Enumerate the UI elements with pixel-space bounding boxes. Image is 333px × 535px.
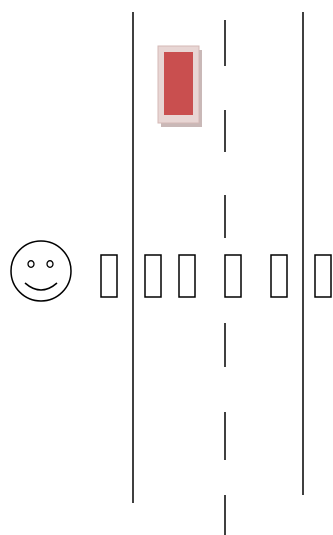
crosswalk-stripe bbox=[145, 255, 161, 297]
crosswalk-stripe bbox=[225, 255, 241, 297]
crosswalk-stripe bbox=[271, 255, 287, 297]
car-icon bbox=[158, 46, 202, 127]
smiley-face-icon bbox=[11, 241, 71, 301]
crosswalk-stripe bbox=[101, 255, 117, 297]
crosswalk bbox=[101, 255, 331, 297]
crosswalk-stripe bbox=[315, 255, 331, 297]
crosswalk-stripe bbox=[179, 255, 195, 297]
